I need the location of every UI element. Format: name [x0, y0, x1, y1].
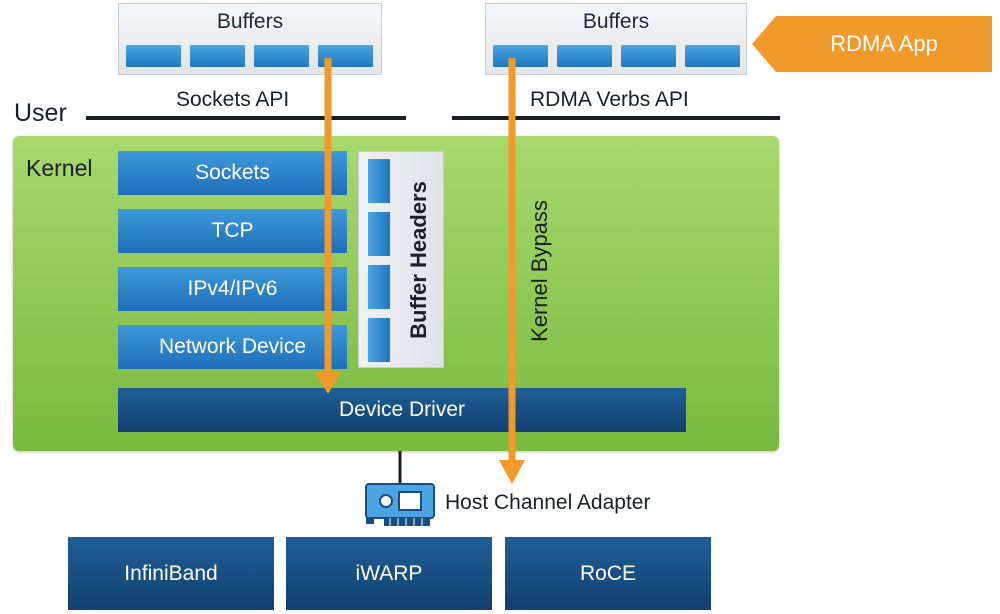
network-card-icon: [365, 483, 435, 526]
ip-layer: IPv4/IPv6: [118, 267, 347, 311]
buffer-header-cell: [368, 159, 390, 203]
buffer-cell: [254, 45, 309, 67]
buffers-title: Buffers: [582, 10, 650, 33]
sockets-layer: Sockets: [118, 151, 347, 195]
buffers-title: Buffers: [216, 10, 284, 33]
infiniband-box: InfiniBand: [68, 537, 274, 610]
user-label: User: [14, 99, 67, 127]
network-device-layer: Network Device: [118, 325, 347, 369]
buffer-cell: [318, 45, 373, 67]
buffer-cell: [685, 45, 740, 67]
rdma-app-tag: RDMA App: [752, 16, 992, 72]
user-divider-right: [452, 116, 780, 120]
buffer-cell: [493, 45, 548, 67]
buffer-header-cell: [368, 265, 390, 309]
buffer-cell: [557, 45, 612, 67]
kernel-bypass-arrow: [499, 58, 525, 484]
user-divider-left: [86, 116, 406, 120]
rdma-verbs-api-label: RDMA Verbs API: [530, 88, 689, 111]
roce-box: RoCE: [505, 537, 711, 610]
sockets-buffers-box: Buffers: [118, 3, 382, 75]
kernel-label: Kernel: [26, 155, 93, 181]
iwarp-box: iWARP: [286, 537, 492, 610]
buffer-cell: [621, 45, 676, 67]
buffer-headers-panel: [358, 151, 444, 368]
device-driver-layer: Device Driver: [118, 388, 686, 432]
sockets-api-label: Sockets API: [176, 88, 290, 111]
tcp-layer: TCP: [118, 209, 347, 253]
rdma-app-label: RDMA App: [830, 31, 938, 56]
sockets-path-arrow: [315, 58, 341, 394]
buffer-cell: [126, 45, 181, 67]
buffer-header-cell: [368, 212, 390, 256]
rdma-buffers-box: Buffers: [485, 3, 747, 75]
buffer-header-cell: [368, 318, 390, 362]
buffer-cell: [190, 45, 245, 67]
host-channel-adapter-label: Host Channel Adapter: [445, 491, 651, 514]
